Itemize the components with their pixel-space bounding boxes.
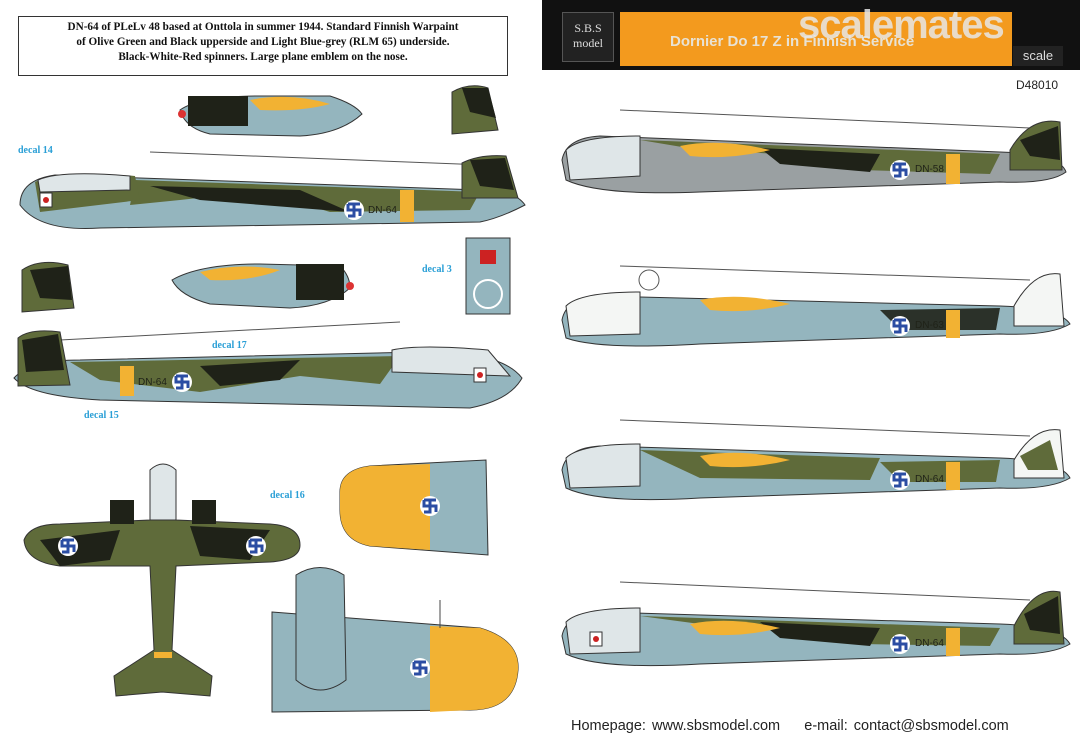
description-line-3: Black-White-Red spinners. Large plane em…: [118, 51, 408, 63]
code-side-left-2: DN-64: [138, 377, 167, 388]
sbs-model-logo: S.B.S model: [562, 12, 614, 62]
code-right-3: DN-64: [915, 474, 944, 485]
engine-nacelle-top: [178, 95, 363, 137]
code-side-left-1: DN-64: [368, 205, 397, 216]
code-right-1: DN-58: [915, 164, 944, 175]
homepage-link[interactable]: Homepage: www.sbsmodel.com: [571, 718, 781, 734]
decal-3-panel: [465, 237, 511, 315]
side-profile-right-2: [561, 265, 1071, 347]
scalemates-watermark: scalemates: [798, 3, 1005, 48]
product-title: Dornier Do 17 Z in Finnish Service: [670, 33, 915, 50]
email-link[interactable]: e-mail: contact@sbsmodel.com: [804, 718, 1009, 734]
side-profile-right-1: [561, 109, 1067, 194]
product-code: D48010: [1016, 78, 1059, 92]
side-profile-left-1: [19, 151, 526, 229]
description-line-2: of Olive Green and Black upperside and L…: [76, 36, 450, 48]
footer-contact: Homepage: www.sbsmodel.com e-mail: conta…: [571, 718, 1009, 734]
code-right-4: DN-64: [915, 638, 944, 649]
decal-15-label: decal 15: [84, 410, 119, 421]
side-profile-right-4: [561, 581, 1071, 667]
side-profile-left-2: [13, 321, 523, 409]
aircraft-planform: [23, 463, 301, 697]
wing-lower: [271, 567, 519, 713]
header-orange-band: [620, 12, 1012, 66]
decal-3-label: decal 3: [422, 264, 452, 275]
wing-tip-upper: [339, 459, 489, 556]
brand-line-1: S.B.S: [574, 21, 602, 35]
scale-tag: scale: [1013, 46, 1063, 66]
watermark-scale: scale: [798, 3, 894, 47]
code-right-2: DN-63: [915, 320, 944, 331]
description-line-1: DN-64 of PLeLv 48 based at Onttola in su…: [67, 21, 459, 33]
decal-17-label: decal 17: [212, 340, 247, 351]
engine-nacelle-bottom: [171, 263, 354, 309]
description-box: DN-64 of PLeLv 48 based at Onttola in su…: [18, 16, 508, 76]
watermark-mates: mates: [893, 3, 1005, 47]
side-profile-right-3: [561, 419, 1071, 501]
brand-line-2: model: [573, 36, 603, 50]
decal-14-label: decal 14: [18, 145, 53, 156]
decal-16-label: decal 16: [270, 490, 305, 501]
